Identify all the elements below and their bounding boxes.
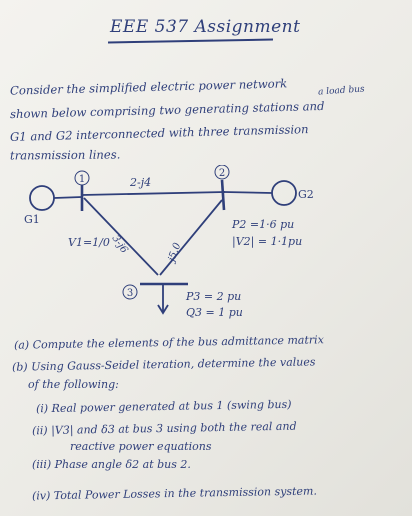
intro-line-4: transmission lines.: [9, 147, 121, 163]
line-2-3-impedance: j5.0: [166, 241, 184, 265]
bus-3-real-power: P3 = 2 pu: [185, 290, 241, 303]
bus-1-voltage: V1=1/0: [68, 236, 110, 249]
line-2-3: [159, 199, 223, 276]
generator-g2-label: G2: [298, 188, 314, 201]
bus-3-reactive-power: Q3 = 1 pu: [186, 306, 243, 319]
bus-3-number: 3: [127, 288, 133, 299]
generator-g1-label: G1: [24, 213, 40, 226]
line-1-3: [83, 197, 159, 276]
question-b-line-2: of the following:: [28, 378, 119, 391]
generator-g2-symbol: [271, 180, 297, 206]
bus-2-bar: [220, 179, 226, 211]
bus-2-real-power: P2 =1·6 pu: [231, 218, 294, 231]
bus-2-voltage-magnitude: |V2| = 1·1pu: [232, 235, 302, 249]
question-b-iii: (iii) Phase angle δ2 at bus 2.: [32, 458, 191, 471]
line-1-2-impedance: 2-j4: [129, 176, 151, 189]
line-1-3-impedance: 3-j6: [110, 233, 130, 256]
bus-1-number: 1: [79, 174, 85, 185]
line-1-2: [81, 191, 226, 196]
generator-g1-symbol: [29, 185, 55, 211]
assignment-title: EEE 537 Assignment: [110, 17, 301, 37]
power-network-diagram: 1 2 3 G1 G2 2-j4 3-j6 j5.0 V1=1/0 P2 =1·…: [24, 165, 314, 319]
bus-2-number: 2: [219, 168, 225, 179]
question-b-ii-line-2: reactive power equations: [70, 440, 212, 453]
